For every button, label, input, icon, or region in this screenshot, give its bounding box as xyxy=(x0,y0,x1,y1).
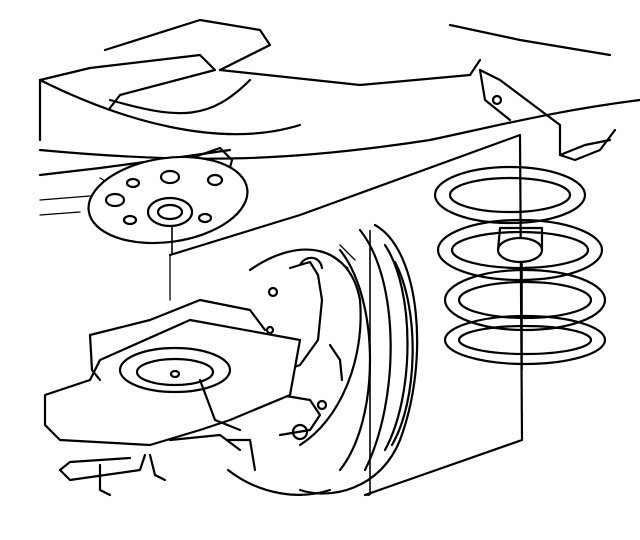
coil-spring xyxy=(433,165,607,370)
rear-wheel xyxy=(226,223,419,496)
spring-seat-plate xyxy=(87,146,249,255)
axle-beam xyxy=(43,298,302,497)
section-plane xyxy=(168,133,524,497)
cutaway-edges xyxy=(365,230,371,496)
brake-backing-plate xyxy=(168,244,362,472)
frame-bracket xyxy=(478,68,617,162)
